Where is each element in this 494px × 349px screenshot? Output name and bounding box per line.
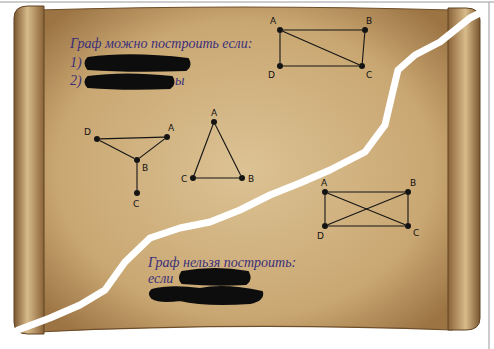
graph-vertex: A (277, 27, 283, 33)
graph-vertex: B (405, 189, 411, 195)
vertex-label: D (84, 127, 91, 137)
graph-edge (139, 139, 164, 158)
graph-vertex: B (239, 175, 245, 181)
vertex-label: A (270, 16, 276, 26)
graph-edge (328, 193, 405, 225)
graph-edge (324, 195, 325, 223)
paper-tear (18, 12, 482, 330)
note-text: 2) (70, 73, 82, 89)
graph-edge (283, 65, 359, 66)
graph-vertex: B (134, 157, 140, 163)
vertex-label: A (321, 178, 327, 188)
vertex-label: A (168, 123, 174, 133)
vertex-label: A (211, 108, 217, 118)
frame-line (489, 2, 490, 349)
graph-edge (283, 29, 362, 30)
graph-edge (215, 125, 240, 176)
vertex-label: C (181, 174, 187, 184)
graph-edge (283, 31, 360, 65)
graph-edge (100, 137, 164, 139)
vertex-label: B (410, 178, 416, 188)
graph-edge (136, 163, 137, 190)
graph-vertex: C (405, 223, 411, 229)
graph-vertex: A (211, 119, 217, 125)
graph-vertex: C (359, 63, 365, 69)
graph-edge (194, 125, 213, 175)
vertex-label: C (133, 199, 139, 209)
vertex-label: C (366, 70, 372, 80)
note-text: Граф можно построить если: (70, 36, 252, 52)
frame-line (0, 2, 494, 3)
scroll-roll (14, 6, 44, 334)
vertex-label: D (317, 231, 324, 241)
graph-vertex: A (322, 189, 328, 195)
vertex-label: C (413, 228, 419, 238)
vertex-label: B (142, 163, 148, 173)
note-text: Граф нельзя построить: (148, 255, 296, 271)
parchment (38, 7, 452, 332)
vertex-label: B (366, 16, 372, 26)
graph-edge (196, 177, 239, 178)
graph-edge (328, 191, 405, 192)
graph-vertex: D (322, 223, 328, 229)
graph-vertex: D (277, 63, 283, 69)
vertex-label: D (268, 70, 275, 80)
graph-edge (407, 195, 408, 223)
graph-edge (279, 33, 280, 63)
graph-vertex: B (362, 27, 368, 33)
scroll-roll (448, 8, 480, 330)
graph-edge (328, 225, 405, 226)
graph-vertex: C (190, 175, 196, 181)
graph-vertex: A (164, 134, 170, 140)
note-text: если (148, 271, 173, 287)
note-text: 1) (70, 55, 82, 71)
note-text: ы (175, 73, 184, 89)
graph-vertex: C (134, 190, 140, 196)
graph-vertex: D (94, 136, 100, 142)
graph-edge (362, 33, 365, 63)
graph-edge (328, 193, 405, 225)
graph-edge (100, 140, 135, 158)
vertex-label: B (248, 174, 254, 184)
